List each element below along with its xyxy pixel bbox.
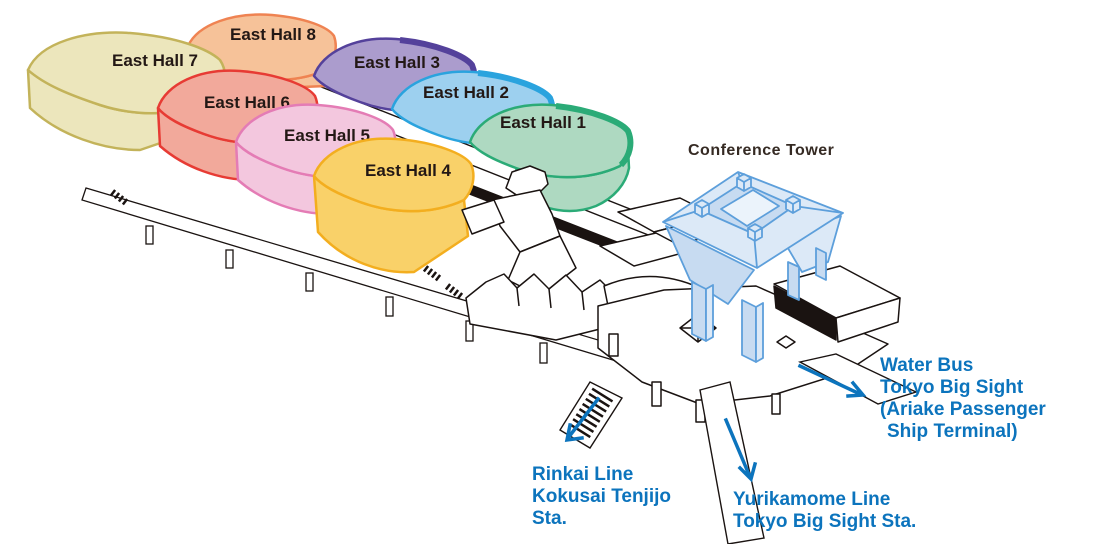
- conference-tower-label: Conference Tower: [688, 142, 834, 159]
- water-bus-label-line3: (Ariake Passenger: [880, 399, 1046, 420]
- yurikamome-label-line1: Yurikamome Line: [733, 489, 890, 510]
- east-hall-7-label: East Hall 7: [112, 51, 198, 70]
- tower-leg: [691, 281, 707, 342]
- tower-leg: [815, 247, 827, 281]
- plaza-small-diamond: [776, 335, 796, 349]
- transit-arrows: [564, 363, 867, 483]
- cube-faces: [736, 173, 752, 192]
- yurikamome-line-label: Yurikamome Line Tokyo Big Sight Sta.: [733, 489, 916, 532]
- water-bus-label-line4: Ship Terminal): [887, 421, 1018, 442]
- yurikamome-walkway: [699, 381, 765, 544]
- water-bus-label-line2: Tokyo Big Sight: [880, 377, 1024, 398]
- water-bus-arrow: [797, 363, 867, 398]
- tower-corner-cube: [785, 195, 801, 214]
- conference-tower: Conference Tower: [662, 142, 844, 363]
- rinkai-line-label-line1: Rinkai Line: [532, 464, 633, 485]
- hall-east-hall-4: East Hall 4: [312, 137, 475, 274]
- tower-corner-cube: [736, 173, 752, 192]
- hatched-brace: [422, 265, 444, 283]
- hall-east-hall-1: East Hall 1: [468, 103, 634, 213]
- tower-top-inner-diamond: [720, 189, 780, 227]
- walkway-pillar: [539, 342, 548, 364]
- walkway-pillar: [225, 249, 234, 269]
- tower-leg-side: [755, 302, 764, 363]
- tower-leg-side: [705, 284, 714, 342]
- walkway-pillar: [305, 272, 314, 292]
- east-hall-4-roof: [312, 137, 475, 213]
- water-bus-label-line1: Water Bus: [880, 355, 973, 376]
- walkway-pillar: [385, 296, 394, 317]
- tower-funnel-left: [665, 225, 755, 305]
- rinkai-line-label-line3: Sta.: [532, 508, 567, 529]
- walkway-pillar: [145, 225, 154, 245]
- east-hall-5-label: East Hall 5: [284, 126, 370, 145]
- transit-labels: Rinkai Line Kokusai Tenjijo Sta. Yurikam…: [532, 355, 1046, 532]
- yurikamome-label-line2: Tokyo Big Sight Sta.: [733, 511, 916, 532]
- galleria-west-wing: [461, 199, 505, 235]
- east-hall-4-label: East Hall 4: [365, 161, 452, 180]
- hatched-brace: [109, 189, 131, 207]
- tower-leg: [787, 261, 800, 301]
- east-building-end-face: [835, 297, 901, 343]
- plaza-pillar: [608, 333, 619, 357]
- rinkai-arrow: [564, 396, 601, 443]
- hatched-brace: [444, 283, 466, 301]
- water-bus-label: Water Bus Tokyo Big Sight (Ariake Passen…: [880, 355, 1046, 442]
- tower-leg: [741, 299, 757, 363]
- sawtooth-fold-line: [516, 287, 585, 311]
- cube-faces: [785, 195, 801, 214]
- hall-east-hall-8: East Hall 8: [186, 13, 337, 90]
- tower-corner-cube: [694, 199, 710, 218]
- east-hall-2-label: East Hall 2: [423, 83, 509, 102]
- rinkai-line-label-line2: Kokusai Tenjijo: [532, 486, 671, 507]
- sawtooth-roof-building: [465, 273, 621, 341]
- tower-corner-cube: [747, 223, 763, 242]
- east-building-shadow-side: [773, 285, 837, 341]
- east-hall-1-fascia: [555, 103, 634, 168]
- plaza-pillar: [771, 393, 781, 415]
- east-hall-3-label: East Hall 3: [354, 53, 440, 72]
- east-hall-8-label: East Hall 8: [230, 25, 316, 44]
- plaza-pillar: [651, 381, 662, 407]
- cube-faces: [747, 223, 763, 242]
- rinkai-line-label: Rinkai Line Kokusai Tenjijo Sta.: [532, 464, 671, 529]
- east-hall-1-label: East Hall 1: [500, 113, 586, 132]
- galleria-octagon-joint: [505, 165, 549, 197]
- yurikamome-arrow: [723, 417, 758, 483]
- east-hall-6-label: East Hall 6: [204, 93, 290, 112]
- cube-faces: [694, 199, 710, 218]
